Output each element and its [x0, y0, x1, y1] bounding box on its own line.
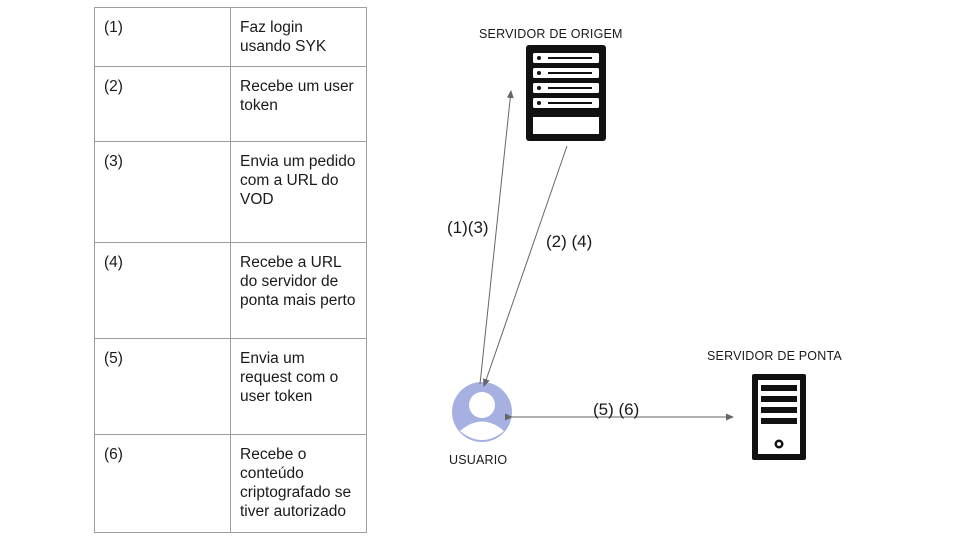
- step-description: Faz login usando SYK: [230, 7, 367, 67]
- steps-table: (1) Faz login usando SYK (2) Recebe um u…: [94, 7, 367, 533]
- edge-label-user-to-origin: (1)(3): [447, 218, 489, 237]
- step-description: Envia um pedido com a URL do VOD: [230, 141, 367, 243]
- step-row: (3) Envia um pedido com a URL do VOD: [94, 141, 367, 243]
- step-row: (5) Envia um request com o user token: [94, 338, 367, 435]
- step-row: (1) Faz login usando SYK: [94, 7, 367, 67]
- step-number: (6): [94, 434, 231, 533]
- step-number: (2): [94, 66, 231, 142]
- step-description: Envia um request com o user token: [230, 338, 367, 435]
- step-description: Recebe a URL do servidor de ponta mais p…: [230, 242, 367, 339]
- step-row: (2) Recebe um user token: [94, 66, 367, 142]
- arrow-origin-to-user: [482, 145, 568, 387]
- edge-label-origin-to-user: (2) (4): [546, 232, 593, 251]
- step-row: (6) Recebe o conteúdo criptografado se t…: [94, 434, 367, 533]
- step-row: (4) Recebe a URL do servidor de ponta ma…: [94, 242, 367, 339]
- arrow-user-to-origin: [479, 90, 514, 385]
- step-number: (3): [94, 141, 231, 243]
- step-description: Recebe um user token: [230, 66, 367, 142]
- user-label: USUARIO: [449, 453, 508, 467]
- edge-server-icon: [752, 374, 806, 460]
- user-avatar-icon: [452, 382, 512, 442]
- step-number: (1): [94, 7, 231, 67]
- step-number: (4): [94, 242, 231, 339]
- step-number: (5): [94, 338, 231, 435]
- origin-server-icon: [526, 45, 606, 141]
- edge-server-label: SERVIDOR DE PONTA: [707, 349, 842, 363]
- edge-label-user-edge: (5) (6): [593, 400, 640, 419]
- step-description: Recebe o conteúdo criptografado se tiver…: [230, 434, 367, 533]
- origin-server-label: SERVIDOR DE ORIGEM: [479, 27, 623, 41]
